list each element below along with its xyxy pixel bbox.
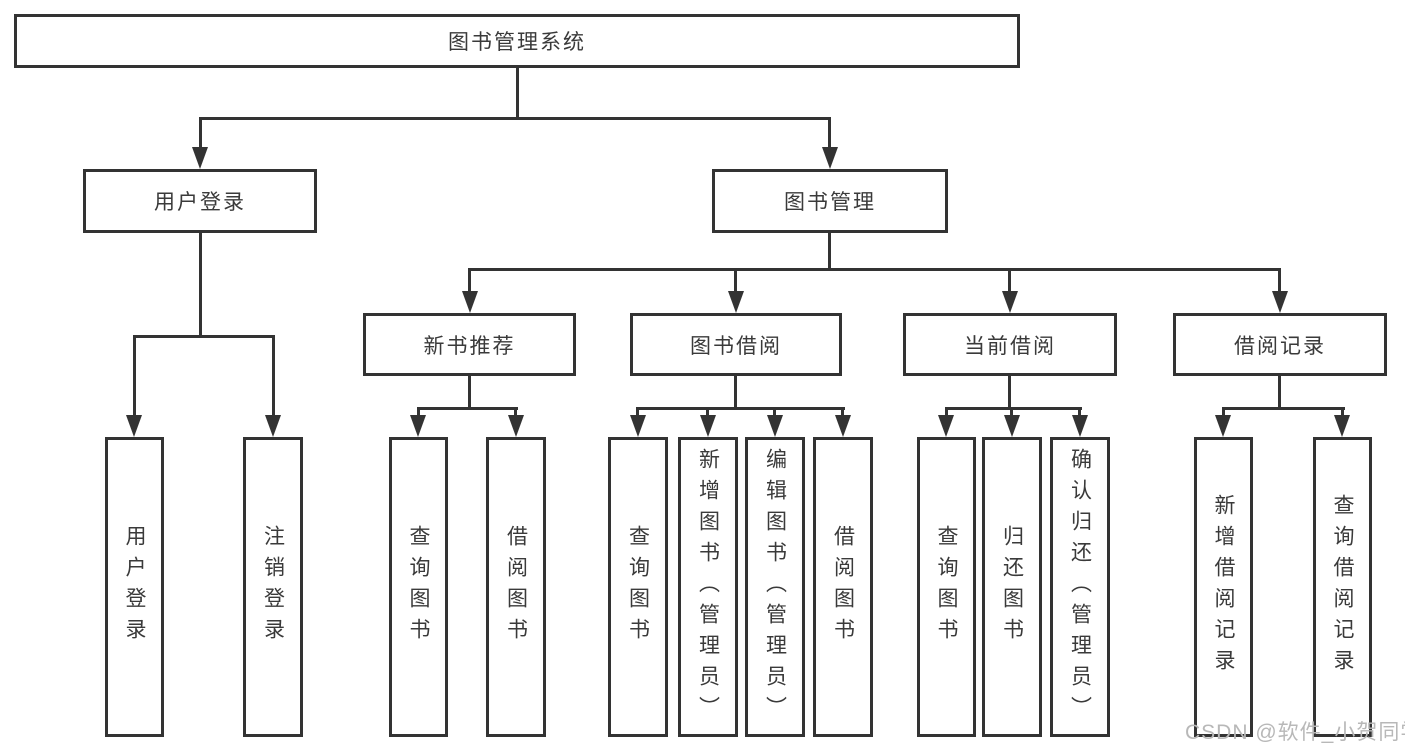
- arrow-down: [767, 415, 783, 437]
- leaf-label: 借阅图书: [831, 525, 855, 649]
- node-label: 图书管理: [784, 191, 876, 214]
- arrow-down: [462, 291, 478, 313]
- node-borrowing-records: 借阅记录: [1173, 313, 1387, 376]
- connector-line: [133, 335, 275, 338]
- connector-line: [773, 407, 776, 417]
- node-book-management-system: 图书管理系统: [14, 14, 1020, 68]
- leaf-return-books: 归还图书: [982, 437, 1042, 737]
- arrow-down: [728, 291, 744, 313]
- connector-line: [636, 407, 845, 410]
- arrow-down: [265, 415, 281, 437]
- leaf-add-borrow-record: 新增借阅记录: [1194, 437, 1253, 737]
- arrow-down: [1215, 415, 1231, 437]
- node-label: 借阅记录: [1234, 334, 1326, 358]
- arrow-down: [126, 415, 142, 437]
- leaf-label: 新增借阅记录: [1212, 494, 1235, 680]
- connector-line: [945, 407, 948, 417]
- leaf-label: 查询图书: [407, 525, 430, 649]
- leaf-query-books-recommend: 查询图书: [389, 437, 448, 737]
- connector-line: [828, 117, 831, 149]
- connector-line: [514, 407, 517, 417]
- leaf-label: 查询图书: [935, 525, 958, 649]
- connector-line: [468, 376, 471, 409]
- leaf-query-books-current: 查询图书: [917, 437, 976, 737]
- leaf-borrow-books-borrowing: 借阅图书: [813, 437, 873, 737]
- connector-line: [1008, 268, 1011, 293]
- arrow-down: [1002, 291, 1018, 313]
- leaf-add-book-admin: 新增图书（管理员）: [678, 437, 738, 737]
- leaf-label: 新增图书（管理员）: [696, 447, 720, 727]
- node-user-login: 用户登录: [83, 169, 317, 233]
- node-new-book-recommendation: 新书推荐: [363, 313, 576, 376]
- connector-line: [1278, 268, 1281, 293]
- connector-line: [1222, 407, 1225, 417]
- watermark-text: CSDN @软件_小贺同学: [1185, 721, 1405, 744]
- node-label: 新书推荐: [423, 334, 516, 358]
- node-label: 当前借阅: [964, 334, 1056, 358]
- arrow-down: [1334, 415, 1350, 437]
- connector-line: [1222, 407, 1345, 410]
- leaf-label: 查询借阅记录: [1331, 494, 1354, 680]
- node-label: 图书管理系统: [448, 31, 586, 54]
- connector-line: [1078, 407, 1081, 417]
- connector-line: [1278, 376, 1281, 409]
- arrow-down: [938, 415, 954, 437]
- arrow-down: [1272, 291, 1288, 313]
- connector-line: [734, 268, 737, 293]
- connector-line: [417, 407, 518, 410]
- connector-line: [734, 376, 737, 409]
- leaf-confirm-return-admin: 确认归还（管理员）: [1050, 437, 1110, 737]
- leaf-query-borrow-record: 查询借阅记录: [1313, 437, 1372, 737]
- leaf-label: 查询图书: [626, 525, 650, 649]
- connector-line: [1010, 407, 1013, 417]
- connector-line: [199, 117, 831, 120]
- connector-line: [468, 268, 1281, 271]
- connector-line: [636, 407, 639, 417]
- arrow-down: [410, 415, 426, 437]
- connector-line: [199, 117, 202, 149]
- arrow-down: [630, 415, 646, 437]
- leaf-label: 编辑图书（管理员）: [763, 447, 787, 727]
- leaf-edit-book-admin: 编辑图书（管理员）: [745, 437, 805, 737]
- node-label: 图书借阅: [690, 334, 782, 358]
- connector-line: [841, 407, 844, 417]
- arrow-down: [700, 415, 716, 437]
- arrow-down: [1072, 415, 1088, 437]
- node-book-management: 图书管理: [712, 169, 948, 233]
- connector-line: [945, 407, 1082, 410]
- arrow-down: [822, 147, 838, 169]
- leaf-label: 注销登录: [261, 525, 285, 649]
- connector-line: [133, 335, 136, 417]
- arrow-down: [1004, 415, 1020, 437]
- leaf-borrow-books-recommend: 借阅图书: [486, 437, 546, 737]
- connector-line: [1008, 376, 1011, 409]
- leaf-logout: 注销登录: [243, 437, 303, 737]
- arrow-down: [508, 415, 524, 437]
- leaf-query-books-borrowing: 查询图书: [608, 437, 668, 737]
- connector-line: [1341, 407, 1344, 417]
- arrow-down: [192, 147, 208, 169]
- leaf-user-login: 用户登录: [105, 437, 164, 737]
- arrow-down: [835, 415, 851, 437]
- connector-line: [199, 233, 202, 337]
- connector-line: [417, 407, 420, 417]
- node-current-borrowing: 当前借阅: [903, 313, 1117, 376]
- connector-line: [828, 233, 831, 271]
- leaf-label: 确认归还（管理员）: [1068, 447, 1092, 727]
- leaf-label: 借阅图书: [504, 525, 528, 649]
- leaf-label: 用户登录: [123, 525, 146, 649]
- node-label: 用户登录: [154, 191, 246, 214]
- connector-line: [516, 68, 519, 118]
- node-book-borrowing: 图书借阅: [630, 313, 842, 376]
- leaf-label: 归还图书: [1000, 525, 1024, 649]
- connector-line: [468, 268, 471, 293]
- connector-line: [706, 407, 709, 417]
- connector-line: [272, 335, 275, 417]
